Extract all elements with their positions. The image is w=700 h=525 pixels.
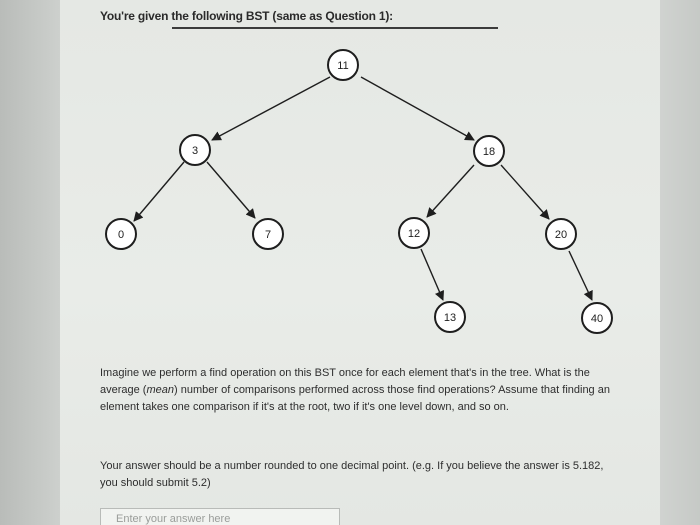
node-0-label: 0 <box>118 229 124 241</box>
edge-11-3 <box>211 76 331 141</box>
node-7-label: 7 <box>265 229 271 241</box>
question-title: You're given the following BST (same as … <box>100 9 393 23</box>
edge-3-0 <box>133 161 185 222</box>
edge-12-13 <box>420 248 445 301</box>
node-7: 7 <box>252 218 284 250</box>
right-margin <box>660 0 700 525</box>
node-11: 11 <box>327 49 359 81</box>
node-0: 0 <box>105 218 137 250</box>
answer-instruction: Your answer should be a number rounded t… <box>100 460 604 489</box>
node-40-label: 40 <box>591 313 603 325</box>
node-3-label: 3 <box>192 145 198 157</box>
question-prompt: Imagine we perform a find operation on t… <box>100 365 620 416</box>
edge-20-40 <box>568 250 593 301</box>
node-20: 20 <box>545 218 577 250</box>
node-11-label: 11 <box>337 60 348 72</box>
edge-18-20 <box>500 164 550 220</box>
prompt-emphasis: mean <box>146 384 175 396</box>
answer-input[interactable] <box>100 508 340 525</box>
node-40: 40 <box>581 302 613 334</box>
node-20-label: 20 <box>555 229 567 241</box>
question-card <box>60 0 660 525</box>
prompt-text-end: ) number of comparisons performed across… <box>100 384 610 413</box>
title-divider <box>172 27 498 29</box>
edge-11-18 <box>360 76 475 141</box>
node-12: 12 <box>398 217 430 249</box>
node-12-label: 12 <box>408 228 420 240</box>
left-margin <box>0 0 60 525</box>
edge-3-7 <box>206 161 256 219</box>
node-13: 13 <box>434 301 466 333</box>
node-18: 18 <box>473 135 505 167</box>
edge-18-12 <box>426 164 475 218</box>
node-3: 3 <box>179 134 211 166</box>
node-13-label: 13 <box>444 312 456 324</box>
prompt-text-start: Imagine we perform a find operation on t… <box>100 367 590 396</box>
node-18-label: 18 <box>483 146 495 158</box>
